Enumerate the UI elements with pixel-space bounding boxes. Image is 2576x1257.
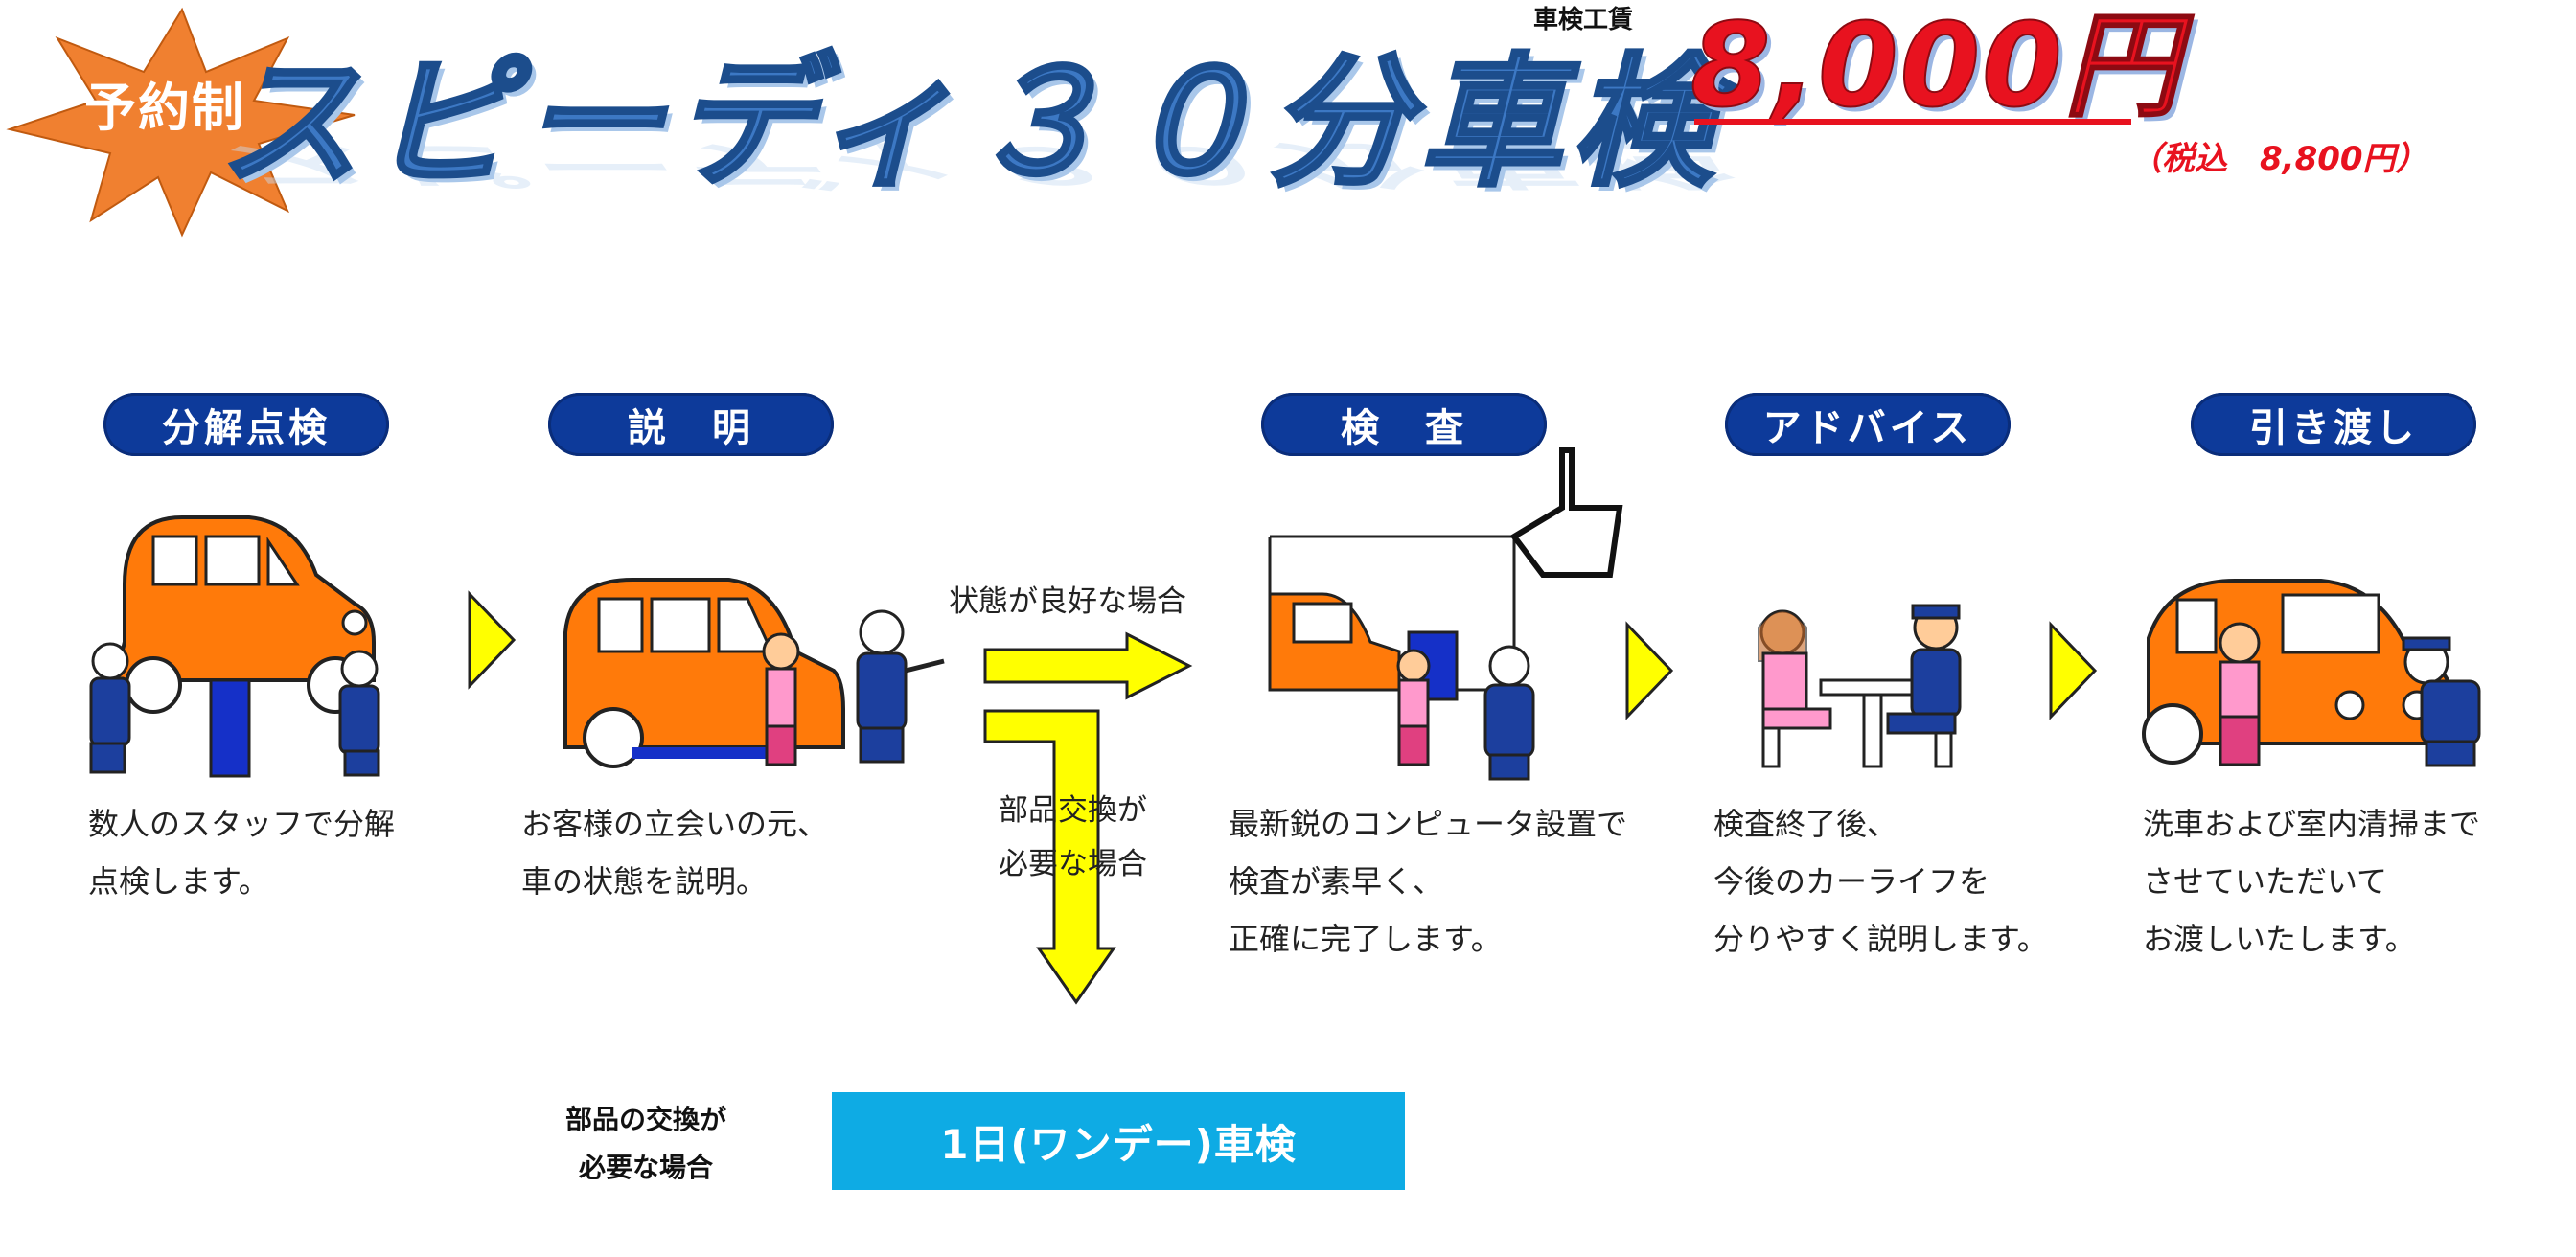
desc-line: させていただいて [2143, 863, 2388, 900]
step-pill-inspection: 検 査 [1261, 393, 1547, 456]
desc-line: 分りやすく説明します。 [1714, 921, 2048, 957]
step-desc-advice: 検査終了後、 今後のカーライフを 分りやすく説明します。 [1714, 795, 2048, 968]
parts-exchange-note: 部品の交換が 必要な場合 [565, 1096, 726, 1192]
handover-illustration [2142, 579, 2481, 767]
step-arrow-4 [2049, 621, 2098, 720]
desc-line: 点検します。 [88, 863, 269, 900]
reservation-badge-label: 予約制 [84, 78, 245, 138]
step-arrow-3 [1625, 621, 1674, 720]
step-desc-inspection: 最新鋭のコンピュータ設置で 検査が素早く、 正確に完了します。 [1229, 795, 1627, 968]
starburst-badge [6, 7, 356, 238]
desc-line: お渡しいたします。 [2143, 921, 2416, 957]
branch-right-arrow [983, 631, 1193, 700]
desc-line: 今後のカーライフを [1714, 863, 1990, 900]
one-day-inspection-button[interactable]: 1日(ワンデー)車検 [832, 1092, 1405, 1190]
step-desc-disassembly: 数人のスタッフで分解 点検します。 [88, 795, 395, 910]
parts-note-line2: 必要な場合 [579, 1152, 714, 1183]
step-pill-handover: 引き渡し [2191, 393, 2476, 456]
car-explanation-illustration [564, 578, 945, 768]
branch-parts-line1: 部品交換が [999, 793, 1147, 828]
desc-line: 正確に完了します。 [1229, 921, 1502, 957]
step-pill-disassembly: 分解点検 [104, 393, 389, 456]
step-arrow-1 [468, 590, 517, 690]
advice-table-illustration [1758, 604, 1962, 768]
branch-good-label: 状態が良好な場合 [949, 584, 1186, 619]
step-pill-explanation: 説 明 [548, 393, 834, 456]
price-underline [1694, 119, 2131, 125]
desc-line: 最新鋭のコンピュータ設置で [1229, 806, 1628, 842]
price: 8,000円 [1690, 0, 2181, 133]
page-title: スピーディ３０分車検 [217, 40, 1723, 205]
tax-note: （税込 8,800円） [2129, 140, 2428, 178]
desc-line: お客様の立会いの元、 [521, 806, 829, 842]
fee-label: 車検工賃 [1533, 6, 1634, 34]
step-pill-advice: アドバイス [1725, 393, 2011, 456]
desc-line: 車の状態を説明。 [521, 863, 768, 900]
desc-line: 数人のスタッフで分解 [88, 806, 396, 842]
step-desc-handover: 洗車および室内清掃まで させていただいて お渡しいたします。 [2143, 795, 2480, 968]
desc-line: 検査が素早く、 [1229, 863, 1444, 900]
car-on-lift-illustration [89, 515, 380, 778]
step-desc-explanation: お客様の立会いの元、 車の状態を説明。 [521, 795, 828, 910]
parts-note-line1: 部品の交換が [565, 1104, 727, 1135]
desc-line: 検査終了後、 [1714, 806, 1898, 842]
inspection-machine-illustration [1268, 447, 1623, 781]
desc-line: 洗車および室内清掃まで [2143, 806, 2481, 842]
branch-down-arrow [983, 709, 1116, 1005]
branch-parts-line2: 必要な場合 [999, 847, 1147, 881]
